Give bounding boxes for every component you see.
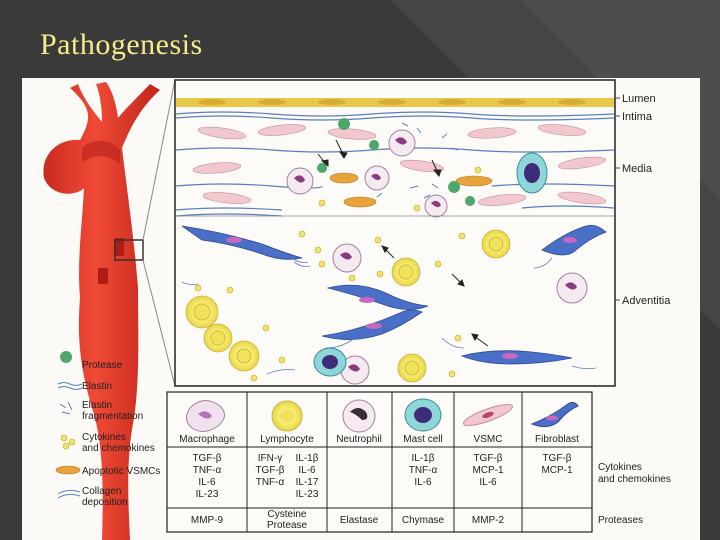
lymphocyte-icon (272, 401, 302, 431)
protease-cell: Elastase (340, 515, 379, 526)
mast-cell-icon (405, 399, 441, 431)
column-vsmc: VSMC (474, 434, 503, 445)
cytokines-icon (61, 435, 75, 449)
legend-label-elastin-fragmentation-line1: Elastin (82, 400, 112, 411)
cytokine-cell: MCP-1 (472, 465, 504, 476)
cytokine-cell: TNF-α (256, 477, 285, 488)
cytokine-cell: TGF-β (255, 465, 284, 476)
cytokine-cell: TNF-α (193, 465, 222, 476)
cytokine-cell: TGF-β (192, 453, 221, 464)
row-label-cytokines-line2: and chemokines (598, 474, 671, 485)
row-label-proteases: Proteases (598, 515, 643, 526)
layer-label-media: Media (622, 163, 653, 175)
layer-label-lumen: Lumen (622, 93, 656, 105)
protease-cell: MMP-9 (191, 515, 224, 526)
cytokine-cell: IL-6 (479, 477, 497, 488)
protease-cell: Chymase (402, 515, 445, 526)
layer-label-intima: Intima (622, 111, 653, 123)
cytokine-cell: IL-23 (296, 489, 319, 500)
vessel-wall-panel (175, 80, 615, 386)
cytokine-cell: IL-1β (296, 453, 319, 464)
cytokine-cell: IFN-γ (258, 453, 282, 464)
column-mast-cell: Mast cell (403, 434, 442, 445)
cytokine-cell: TGF-β (473, 453, 502, 464)
legend-label-elastin: Elastin (82, 381, 112, 392)
legend-label-protease: Protease (82, 360, 122, 371)
cytokine-cell: IL-6 (298, 465, 316, 476)
cell-table: Macrophage Lymphocyte Neutrophil Mast ce… (167, 392, 671, 532)
column-lymphocyte: Lymphocyte (260, 434, 314, 445)
aneurysm-figure: Lumen Intima Media Adventitia Protease E… (22, 78, 700, 540)
elastin-icon (58, 383, 82, 390)
collagen-icon (58, 490, 80, 498)
slide-title: Pathogenesis (40, 28, 203, 62)
cytokine-cell: IL-6 (414, 477, 432, 488)
apoptotic-vsmc-icon (56, 466, 80, 474)
legend-label-collagen: Collagen deposition (82, 486, 128, 508)
layer-label-adventitia: Adventitia (622, 295, 671, 307)
cytokine-cell: TNF-α (409, 465, 438, 476)
protease-icon (60, 351, 72, 363)
protease-cell: Protease (267, 520, 307, 531)
legend-label-cytokines: Cytokines and chemokines (82, 432, 155, 454)
cytokine-cell: MCP-1 (541, 465, 573, 476)
column-fibroblast: Fibroblast (535, 434, 579, 445)
elastin-fragmentation-icon (60, 402, 72, 414)
cytokine-cell: IL-17 (296, 477, 319, 488)
cytokine-cell: IL-1β (412, 453, 435, 464)
legend-label-elastin-fragmentation-line2: fragmentation (82, 411, 143, 422)
column-macrophage: Macrophage (179, 434, 235, 445)
cytokine-cell: IL-6 (198, 477, 216, 488)
neutrophil-icon (343, 400, 375, 432)
row-label-cytokines-line1: Cytokines (598, 462, 642, 473)
protease-cell: Cysteine (268, 509, 307, 520)
layer-labels: Lumen Intima Media Adventitia (615, 93, 671, 307)
protease-cell: MMP-2 (472, 515, 505, 526)
legend-label-apoptotic-vsmcs: Apoptotic VSMCs (82, 466, 160, 477)
column-neutrophil: Neutrophil (336, 434, 382, 445)
cytokine-cell: IL-23 (196, 489, 219, 500)
cytokine-cell: TGF-β (542, 453, 571, 464)
